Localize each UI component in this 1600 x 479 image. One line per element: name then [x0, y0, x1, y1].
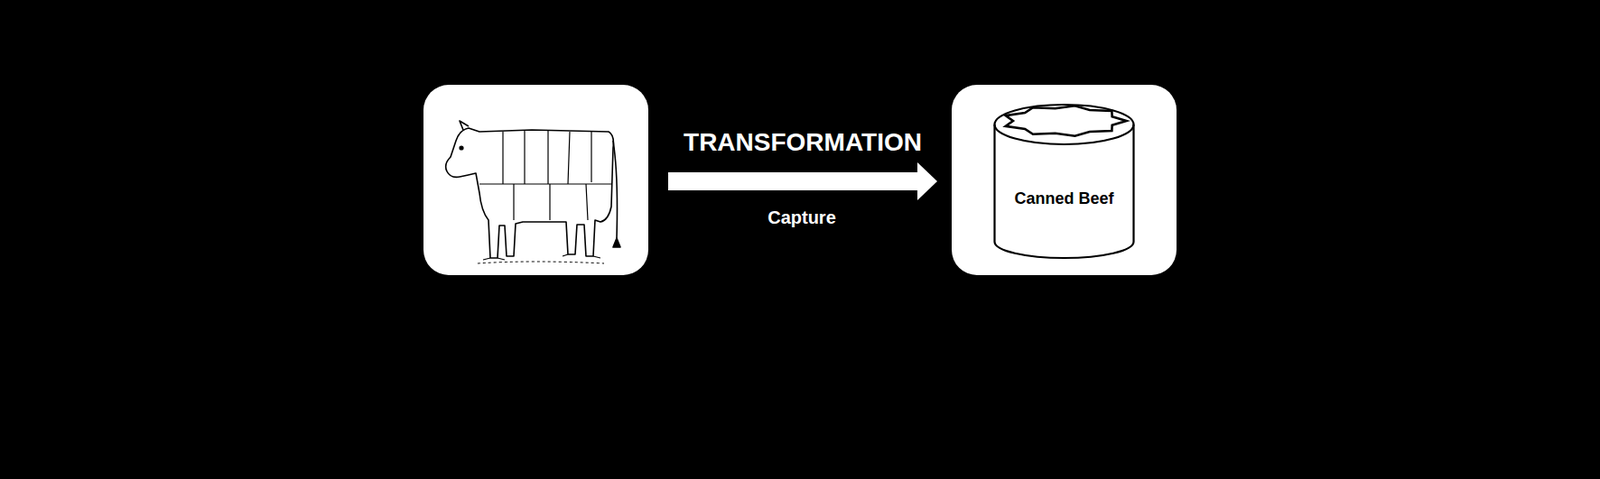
cow-illustration	[446, 120, 621, 264]
can-box: Canned Beef	[951, 84, 1177, 276]
can-drawing	[951, 84, 1177, 276]
node-label: Canned Beef	[1013, 189, 1114, 210]
arrow-shaft	[668, 172, 921, 191]
cow-panel	[423, 84, 649, 276]
arrow-head	[917, 162, 938, 201]
transformation-arrow	[668, 162, 938, 201]
arrow-caption: Capture	[767, 206, 837, 229]
torn-lid	[1005, 105, 1127, 136]
arrow-title: TRANSFORMATION	[683, 127, 922, 159]
can-rim	[995, 104, 1135, 145]
panel-box	[423, 84, 649, 276]
